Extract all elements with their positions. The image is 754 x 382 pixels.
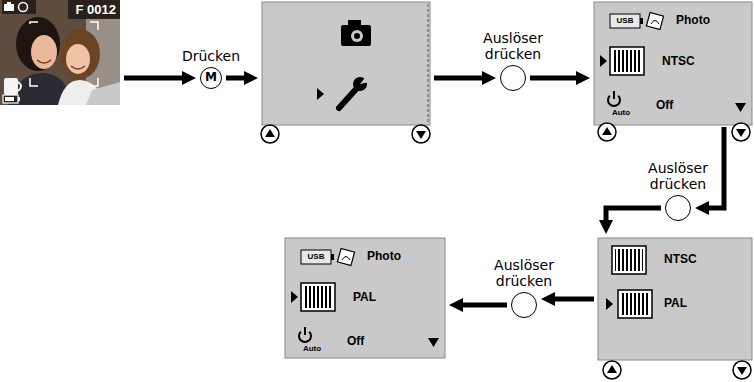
button-letter: M [205, 71, 217, 85]
flow-arrow [606, 208, 661, 220]
power-off-value: Off [656, 99, 673, 113]
shutter-button: Auslöser drücken [511, 292, 537, 318]
button-caption: Drücken [182, 48, 240, 64]
usb-label: USB [308, 252, 325, 261]
shutter-button: Auslöser drücken [500, 65, 526, 91]
menu-button: DrückenM [200, 67, 222, 89]
lcd-screen: USB PhotoNTSC Auto Off [594, 2, 752, 125]
video-format: PAL [353, 291, 376, 305]
menu-screen-art [598, 238, 752, 360]
usb-label: USB [617, 16, 634, 25]
menu-screen-art [594, 2, 752, 125]
power-off-value: Off [347, 335, 364, 349]
lcd-screen: NTSC PAL [598, 238, 752, 360]
lcd-screen [262, 2, 430, 125]
video-format: NTSC [662, 55, 695, 69]
photo-picture [0, 0, 120, 105]
mode-label: Photo [676, 14, 710, 28]
button-caption: Auslöser drücken [482, 257, 566, 289]
auto-label: Auto [303, 344, 321, 353]
frame-counter: F 0012 [76, 3, 116, 18]
flow-arrow [226, 76, 244, 81]
button-caption: Auslöser drücken [636, 160, 720, 192]
flow-arrow [434, 76, 482, 81]
menu-screen-art [262, 2, 430, 125]
menu-screen-art [285, 238, 445, 358]
mode-label: Photo [367, 250, 401, 264]
button-caption: Auslöser drücken [471, 30, 555, 62]
lcd-screen: USB PhotoPAL Auto Off [285, 238, 445, 358]
flow-arrow [463, 303, 507, 308]
auto-label: Auto [612, 108, 630, 117]
nav-buttons [261, 125, 430, 143]
flow-arrow [124, 76, 182, 81]
nav-buttons [598, 123, 750, 141]
shutter-button: Auslöser drücken [665, 195, 691, 221]
flow-arrow [530, 76, 576, 81]
video-format: NTSC [664, 253, 697, 267]
video-format: PAL [664, 297, 687, 311]
photo-thumbnail: F 0012 [0, 0, 120, 105]
flow-arrow [709, 127, 724, 208]
flow-arrow [555, 297, 594, 302]
nav-buttons [603, 361, 751, 379]
